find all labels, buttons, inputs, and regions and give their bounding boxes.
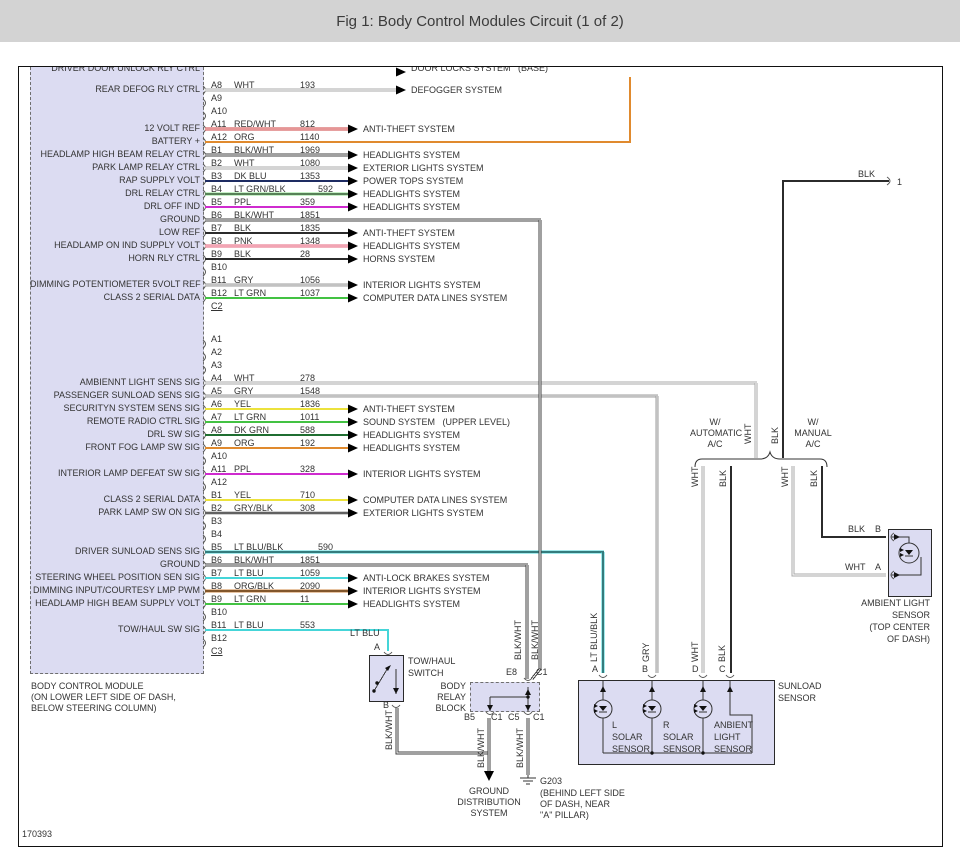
ambient-light-sensor-box: [888, 529, 932, 597]
towhaul-switch-box: [369, 655, 404, 702]
sunload-sensor-box: [578, 680, 775, 765]
body-control-module-box: [30, 67, 204, 674]
title-bar: Fig 1: Body Control Modules Circuit (1 o…: [0, 0, 960, 42]
page-title: Fig 1: Body Control Modules Circuit (1 o…: [336, 12, 624, 30]
body-relay-block-box: [470, 682, 540, 712]
